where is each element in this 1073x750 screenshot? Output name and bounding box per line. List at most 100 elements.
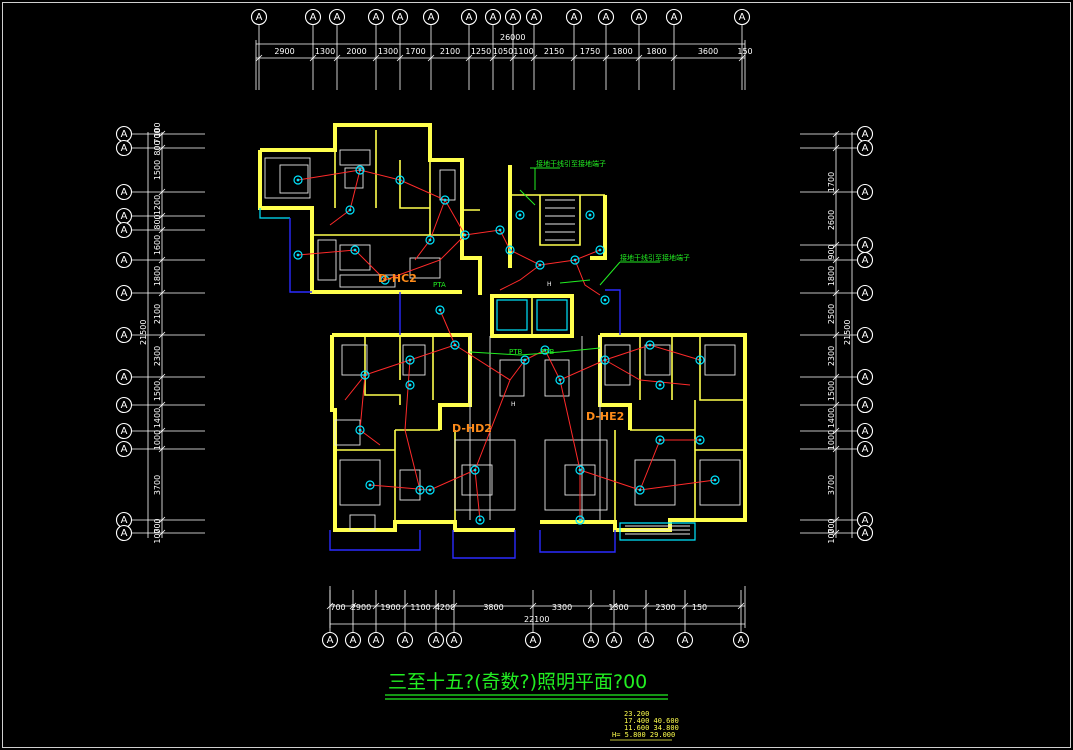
bottom-axis-bubble: A [344, 631, 362, 649]
left-tick [158, 516, 166, 524]
axis-bubble-circle [115, 524, 133, 542]
lamp-ring [345, 205, 355, 215]
lamp-center [428, 238, 432, 242]
bottom-segment-label: 3800 [483, 603, 503, 612]
ceiling-lamp-icon [470, 465, 480, 475]
axis-bubble-label: A [739, 12, 746, 23]
ceiling-lamp-icon [595, 245, 605, 255]
bottom-segment-label: 3300 [552, 603, 572, 612]
bottom-axis-bubble: A [321, 631, 339, 649]
bottom-axis-bubble: A [396, 631, 414, 649]
left-tick [158, 130, 166, 138]
axis-bubble-label: A [373, 12, 380, 23]
top-tick [602, 54, 610, 62]
axis-bubble-circle [637, 631, 655, 649]
lighting-fixtures [293, 165, 720, 525]
axis-bubble-label: A [397, 12, 404, 23]
ceiling-lamp-icon [710, 475, 720, 485]
lamp-ring [355, 425, 365, 435]
axis-bubble-circle [250, 8, 268, 26]
left-segment-label: 1500 [153, 160, 162, 180]
left-tick [158, 529, 166, 537]
lamp-center [408, 358, 412, 362]
left-tick [158, 373, 166, 381]
top-segment-label: 1100 [513, 47, 533, 56]
lamp-center [296, 178, 300, 182]
axis-bubble-label: A [121, 444, 128, 455]
building-walls [258, 123, 747, 559]
axis-bubble-circle [396, 631, 414, 649]
lamp-center [438, 308, 442, 312]
axis-bubble-label: A [121, 187, 128, 198]
lamp-center [658, 383, 662, 387]
unit-label-hc2: D-HC2 [378, 272, 417, 285]
bottom-dimension-ticks [326, 590, 745, 632]
lamp-ring [365, 480, 375, 490]
axis-bubble-label: A [327, 635, 334, 646]
right-axis-bubble: A [856, 183, 874, 201]
top-tick [570, 54, 578, 62]
axis-bubble-label: A [121, 528, 128, 539]
level-row-1: 23.200 [624, 710, 649, 718]
lamp-ring [405, 355, 415, 365]
right-tick [832, 331, 840, 339]
right-axis-bubble: A [856, 422, 874, 440]
lamp-ring [520, 355, 530, 365]
left-segment-label: 1200 [153, 195, 162, 215]
left-tick [158, 188, 166, 196]
lamp-ring [555, 375, 565, 385]
top-axis-bubble: A [304, 8, 322, 26]
lamp-ring [293, 250, 303, 260]
axis-bubble-label: A [643, 635, 650, 646]
top-segment-label: 1750 [580, 47, 600, 56]
ceiling-lamp-icon [535, 260, 545, 270]
right-tick [832, 427, 840, 435]
axis-bubble-label: A [466, 12, 473, 23]
axis-bubble-label: A [682, 635, 689, 646]
axis-bubble-circle [445, 631, 463, 649]
left-total-dimension: 21500 [139, 320, 148, 345]
right-segment-label: 2500 [827, 304, 836, 324]
lamp-center [603, 358, 607, 362]
left-axis-bubble: A [115, 183, 133, 201]
top-tick [465, 54, 473, 62]
top-segment-label: 1700 [405, 47, 425, 56]
top-axis-bubble: A [630, 8, 648, 26]
lamp-center [543, 348, 547, 352]
lamp-center [463, 233, 467, 237]
top-segment-label: 2100 [440, 47, 460, 56]
axis-bubble-label: A [428, 12, 435, 23]
lamp-center [498, 228, 502, 232]
top-tick [372, 54, 380, 62]
top-segment-label: 1300 [378, 47, 398, 56]
lamp-ring [450, 340, 460, 350]
top-segment-label: 3600 [698, 47, 718, 56]
right-segment-label: 100 [827, 528, 836, 543]
axis-bubble-label: A [862, 372, 869, 383]
axis-bubble-circle [422, 8, 440, 26]
axis-bubble-circle [115, 368, 133, 386]
lamp-ring [695, 435, 705, 445]
axis-bubble-circle [115, 221, 133, 239]
lamp-center [578, 518, 582, 522]
bottom-axis-bubble: A [605, 631, 623, 649]
lamp-ring [515, 210, 525, 220]
lamp-center [296, 253, 300, 257]
axis-bubble-label: A [121, 225, 128, 236]
top-tick [489, 54, 497, 62]
lamp-ring [395, 175, 405, 185]
left-axis-bubble: A [115, 440, 133, 458]
left-tick [158, 445, 166, 453]
bottom-tick [681, 602, 689, 610]
left-tick [158, 256, 166, 264]
axis-bubble-circle [427, 631, 445, 649]
axis-bubble-label: A [402, 635, 409, 646]
bottom-axis-bubble: A [367, 631, 385, 649]
left-tick [158, 212, 166, 220]
lamp-ring [360, 370, 370, 380]
lamp-center [573, 258, 577, 262]
lamp-ring [535, 260, 545, 270]
ceiling-lamp-icon [355, 425, 365, 435]
axis-bubble-label: A [862, 255, 869, 266]
